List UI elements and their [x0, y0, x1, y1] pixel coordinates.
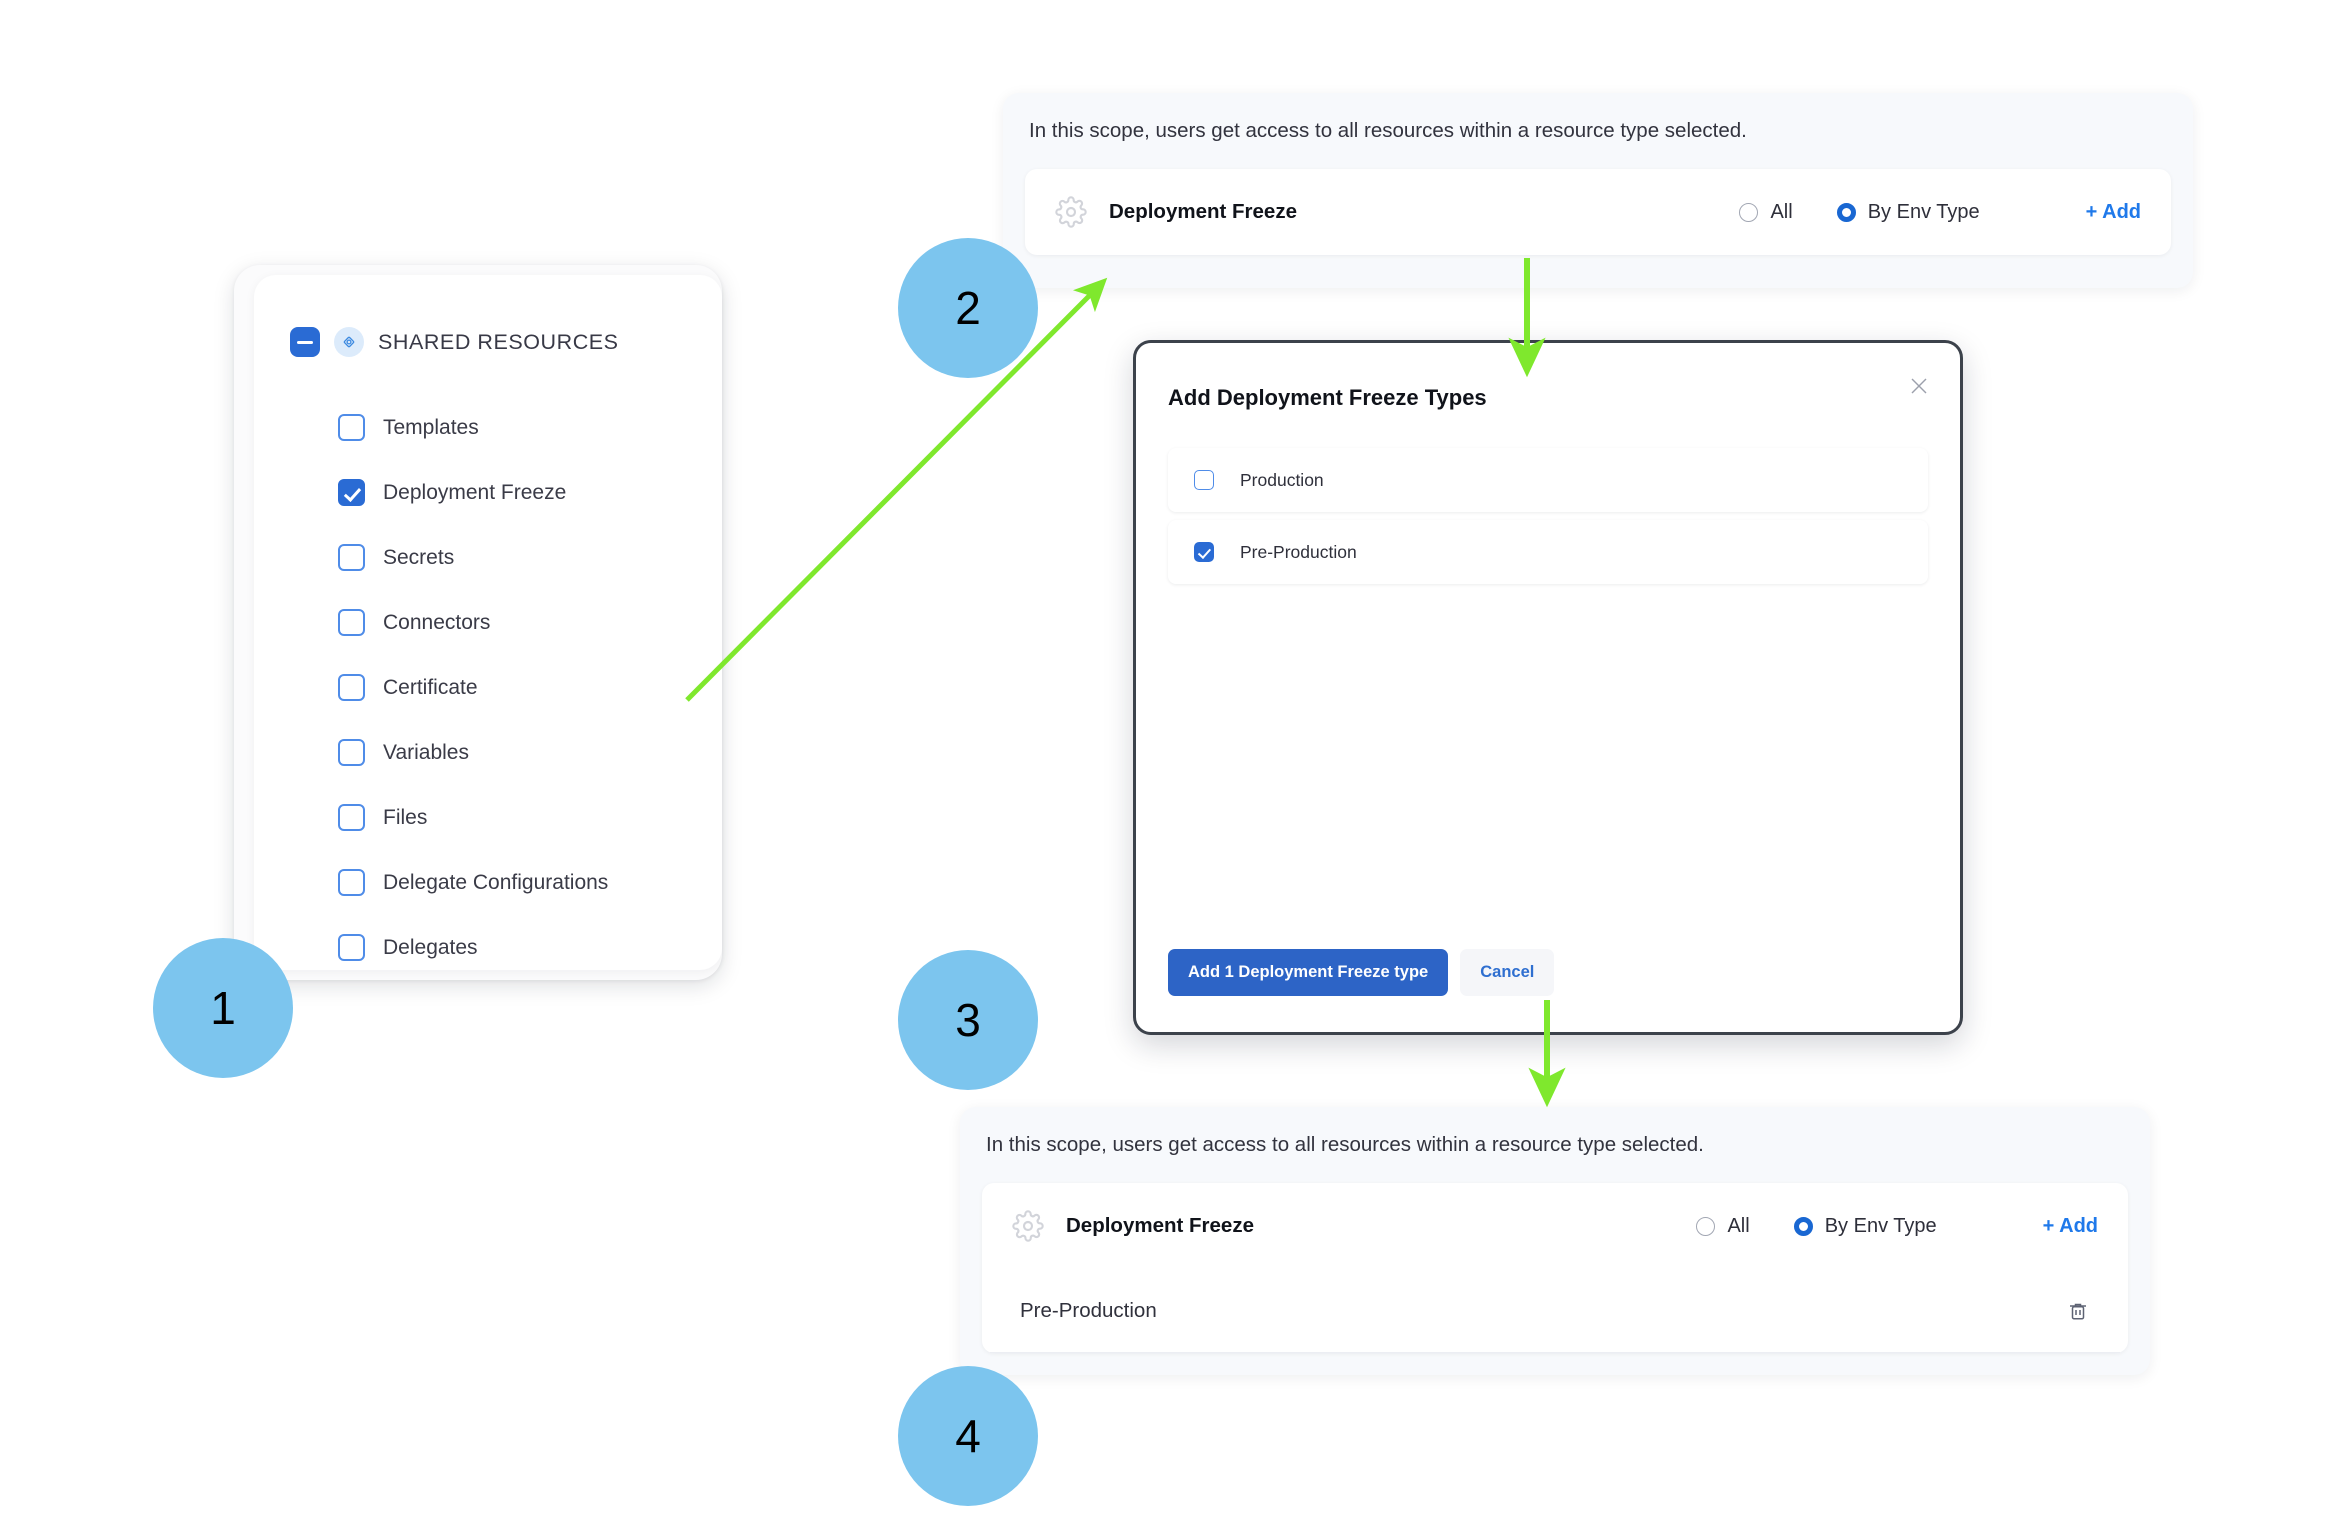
- list-item-certificate[interactable]: Certificate: [338, 655, 698, 720]
- radio-dot[interactable]: [1739, 202, 1759, 222]
- option-label: Production: [1240, 469, 1324, 490]
- list-item-label: Connectors: [383, 610, 491, 634]
- trash-icon[interactable]: [2066, 1299, 2090, 1323]
- scope-radio-group-bottom: All By Env Type + Add: [1696, 1215, 2098, 1238]
- radio-by-env-type-bottom[interactable]: By Env Type: [1793, 1214, 1937, 1238]
- list-item-label: Templates: [383, 415, 479, 439]
- resource-type-card-top: Deployment Freeze All By Env Type + Add: [1025, 169, 2171, 255]
- add-button-top[interactable]: + Add: [2085, 200, 2141, 223]
- shared-resources-icon: [334, 327, 364, 357]
- list-item-delegate-configurations[interactable]: Delegate Configurations: [338, 850, 698, 915]
- shared-resources-card: SHARED RESOURCES Templates Deployment Fr…: [254, 275, 722, 970]
- list-item-label: Delegate Configurations: [383, 870, 609, 894]
- radio-label: All: [1727, 1214, 1750, 1237]
- checkbox-production[interactable]: [1194, 470, 1214, 490]
- option-row-production[interactable]: Production: [1168, 448, 1928, 512]
- minus-square-icon[interactable]: [290, 327, 320, 357]
- add-deployment-freeze-type-button[interactable]: Add 1 Deployment Freeze type: [1168, 949, 1449, 996]
- shared-resources-title: SHARED RESOURCES: [378, 329, 619, 354]
- resource-type-name: Deployment Freeze: [1066, 1214, 1254, 1237]
- radio-dot[interactable]: [1696, 1216, 1716, 1236]
- step-marker-3: 3: [898, 950, 1038, 1090]
- checkbox-deployment-freeze[interactable]: [338, 479, 365, 506]
- checkbox-files[interactable]: [338, 804, 365, 831]
- list-item-label: Files: [383, 805, 428, 829]
- list-item-secrets[interactable]: Secrets: [338, 525, 698, 590]
- radio-all-bottom[interactable]: All: [1696, 1214, 1750, 1238]
- checkbox-certificate[interactable]: [338, 674, 365, 701]
- list-item-label: Certificate: [383, 675, 478, 699]
- list-item-label: Deployment Freeze: [383, 480, 567, 504]
- scope-description: In this scope, users get access to all r…: [1029, 119, 1747, 142]
- modal-footer: Add 1 Deployment Freeze type Cancel: [1168, 949, 1555, 996]
- list-item-delegates[interactable]: Delegates: [338, 915, 698, 980]
- scope-radio-group-top: All By Env Type + Add: [1739, 201, 2141, 224]
- scope-panel-bottom: In this scope, users get access to all r…: [960, 1107, 2150, 1375]
- checkbox-secrets[interactable]: [338, 544, 365, 571]
- add-button-bottom[interactable]: + Add: [2042, 1214, 2098, 1237]
- arrow-card-to-step2: [685, 277, 1108, 702]
- option-label: Pre-Production: [1240, 541, 1357, 562]
- list-item-templates[interactable]: Templates: [338, 395, 698, 460]
- cancel-button[interactable]: Cancel: [1460, 949, 1555, 996]
- checkbox-delegate-configurations[interactable]: [338, 869, 365, 896]
- radio-all-top[interactable]: All: [1739, 200, 1793, 224]
- checkbox-delegates[interactable]: [338, 934, 365, 961]
- modal-options-list: Production Pre-Production: [1168, 448, 1928, 592]
- gear-icon: [1055, 196, 1087, 228]
- modal-title: Add Deployment Freeze Types: [1168, 385, 1487, 410]
- option-row-pre-production[interactable]: Pre-Production: [1168, 520, 1928, 584]
- radio-label: By Env Type: [1867, 200, 1980, 223]
- radio-label: All: [1770, 200, 1793, 223]
- selected-item-row-pre-production: Pre-Production: [990, 1269, 2120, 1353]
- step-marker-1: 1: [153, 938, 293, 1078]
- resource-type-name: Deployment Freeze: [1109, 200, 1297, 223]
- gear-icon: [1012, 1210, 1044, 1242]
- list-item-files[interactable]: Files: [338, 785, 698, 850]
- close-icon[interactable]: [1904, 371, 1934, 401]
- selected-item-label: Pre-Production: [1020, 1298, 1157, 1322]
- resource-type-row-top: Deployment Freeze All By Env Type + Add: [1025, 169, 2171, 255]
- resource-type-card-bottom: Deployment Freeze All By Env Type + Add …: [982, 1183, 2128, 1353]
- radio-dot[interactable]: [1793, 1216, 1813, 1236]
- scope-panel-top: In this scope, users get access to all r…: [1003, 93, 2193, 288]
- list-item-label: Variables: [383, 740, 469, 764]
- shared-resources-header[interactable]: SHARED RESOURCES: [290, 327, 619, 357]
- resource-type-row-bottom: Deployment Freeze All By Env Type + Add: [982, 1183, 2128, 1269]
- list-item-label: Secrets: [383, 545, 455, 569]
- list-item-label: Delegates: [383, 935, 478, 959]
- checkbox-templates[interactable]: [338, 414, 365, 441]
- list-item-connectors[interactable]: Connectors: [338, 590, 698, 655]
- radio-by-env-type-top[interactable]: By Env Type: [1836, 200, 1980, 224]
- step-marker-4: 4: [898, 1366, 1038, 1506]
- add-deployment-freeze-types-modal: Add Deployment Freeze Types Production P…: [1133, 340, 1963, 1035]
- scope-description: In this scope, users get access to all r…: [986, 1133, 1704, 1156]
- shared-resources-list: Templates Deployment Freeze Secrets Conn…: [338, 395, 698, 980]
- radio-label: By Env Type: [1824, 1214, 1937, 1237]
- step-marker-2: 2: [898, 238, 1038, 378]
- checkbox-connectors[interactable]: [338, 609, 365, 636]
- radio-dot[interactable]: [1836, 202, 1856, 222]
- checkbox-pre-production[interactable]: [1194, 542, 1214, 562]
- list-item-deployment-freeze[interactable]: Deployment Freeze: [338, 460, 698, 525]
- list-item-variables[interactable]: Variables: [338, 720, 698, 785]
- checkbox-variables[interactable]: [338, 739, 365, 766]
